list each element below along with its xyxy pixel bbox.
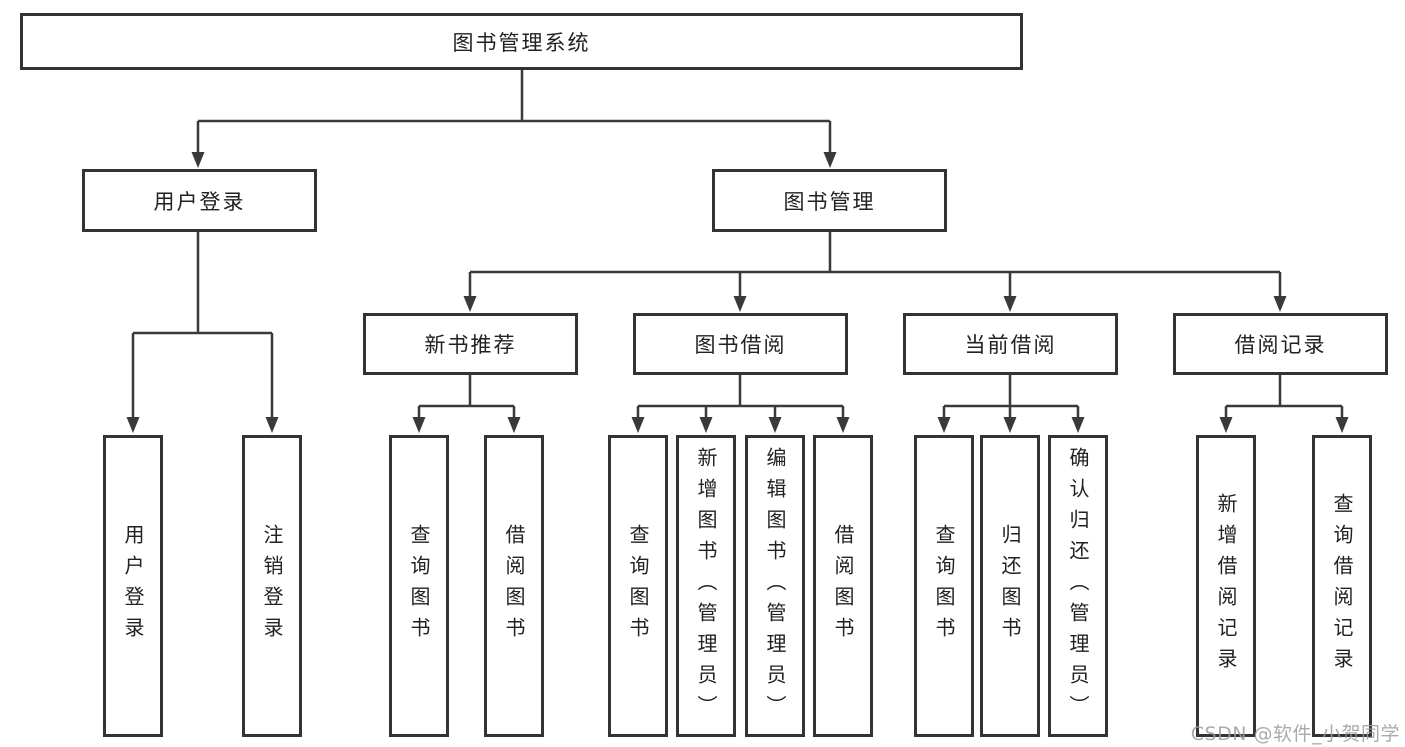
node-label: 确认归还（管理员）: [1066, 446, 1090, 726]
node-label: 用户登录: [153, 189, 246, 214]
arrow-down-icon: [1003, 296, 1017, 312]
leaf-br-query-borrow-record: 查询借阅记录: [1312, 435, 1372, 737]
node-label: 查询图书: [932, 524, 956, 648]
node-label: 查询图书: [407, 524, 431, 648]
node-book-management: 图书管理: [712, 169, 947, 232]
csdn-watermark: CSDN @软件_小贺同学: [1190, 723, 1400, 745]
arrow-down-icon: [412, 417, 426, 433]
node-label: 新增图书（管理员）: [694, 446, 718, 726]
node-user-login: 用户登录: [82, 169, 317, 232]
node-label: 图书管理系统: [452, 30, 591, 55]
node-label: 用户登录: [121, 524, 145, 648]
leaf-cb-confirm-return-admin: 确认归还（管理员）: [1048, 435, 1108, 737]
node-label: 借阅记录: [1234, 333, 1327, 357]
node-label: 注销登录: [260, 524, 284, 648]
arrow-down-icon: [1071, 417, 1085, 433]
node-label: 编辑图书（管理员）: [763, 446, 787, 726]
arrow-down-icon: [126, 417, 140, 433]
leaf-br-add-borrow-record: 新增借阅记录: [1196, 435, 1256, 737]
leaf-nbr-query-books: 查询图书: [389, 435, 449, 737]
node-book-borrowing: 图书借阅: [633, 313, 848, 375]
node-current-borrowing: 当前借阅: [903, 313, 1118, 375]
node-label: 查询图书: [626, 524, 650, 648]
node-library-management-system: 图书管理系统: [20, 13, 1023, 70]
arrow-down-icon: [823, 152, 837, 168]
arrow-down-icon: [937, 417, 951, 433]
leaf-bb-borrow-books: 借阅图书: [813, 435, 873, 737]
node-label: 查询借阅记录: [1330, 493, 1354, 679]
arrow-down-icon: [191, 152, 205, 168]
arrow-down-icon: [836, 417, 850, 433]
node-label: 借阅图书: [502, 524, 526, 648]
leaf-user-login: 用户登录: [103, 435, 163, 737]
arrow-down-icon: [631, 417, 645, 433]
arrow-down-icon: [699, 417, 713, 433]
arrow-down-icon: [507, 417, 521, 433]
node-new-book-recommendation: 新书推荐: [363, 313, 578, 375]
node-label: 新书推荐: [424, 333, 517, 357]
node-label: 借阅图书: [831, 524, 855, 648]
leaf-bb-edit-books-admin: 编辑图书（管理员）: [745, 435, 805, 737]
node-label: 图书借阅: [694, 333, 787, 357]
node-label: 当前借阅: [964, 333, 1057, 357]
leaf-cb-return-books: 归还图书: [980, 435, 1040, 737]
arrow-down-icon: [733, 296, 747, 312]
node-label: 归还图书: [998, 524, 1022, 648]
arrow-down-icon: [1273, 296, 1287, 312]
leaf-logout-login: 注销登录: [242, 435, 302, 737]
arrow-down-icon: [265, 417, 279, 433]
leaf-nbr-borrow-books: 借阅图书: [484, 435, 544, 737]
node-label: 图书管理: [783, 189, 876, 214]
arrow-down-icon: [1219, 417, 1233, 433]
leaf-bb-query-books: 查询图书: [608, 435, 668, 737]
arrow-down-icon: [768, 417, 782, 433]
node-borrowing-records: 借阅记录: [1173, 313, 1388, 375]
leaf-cb-query-books: 查询图书: [914, 435, 974, 737]
leaf-bb-add-books-admin: 新增图书（管理员）: [676, 435, 736, 737]
arrow-down-icon: [1335, 417, 1349, 433]
node-label: 新增借阅记录: [1214, 493, 1238, 679]
arrow-down-icon: [1003, 417, 1017, 433]
arrow-down-icon: [463, 296, 477, 312]
